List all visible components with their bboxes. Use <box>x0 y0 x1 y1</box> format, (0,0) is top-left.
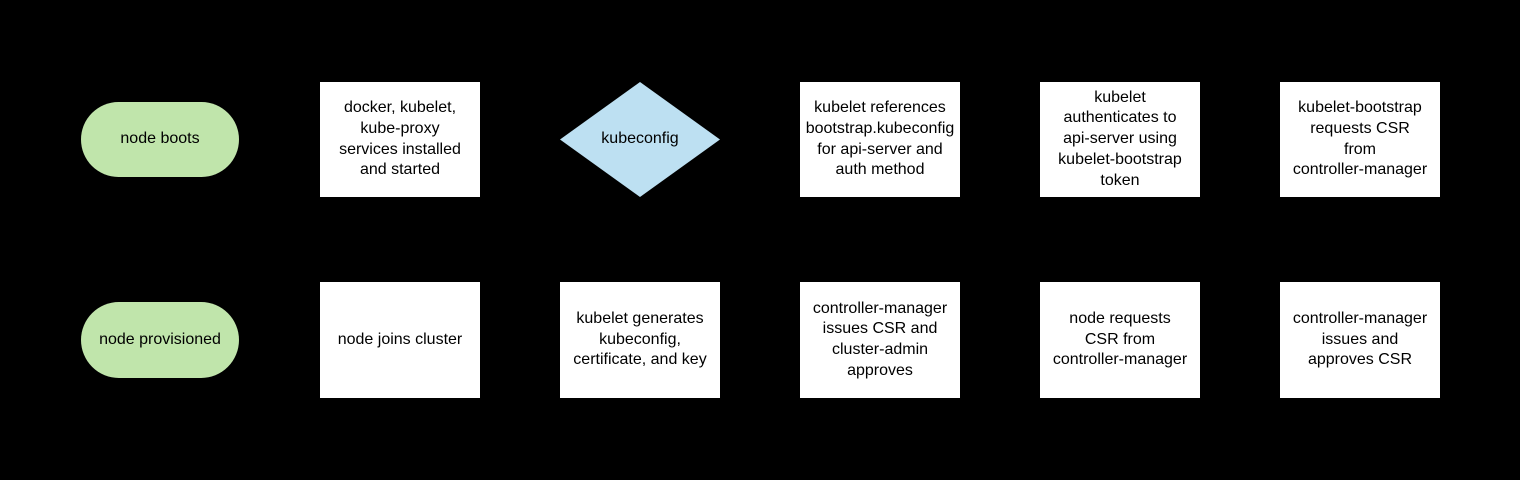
terminal-node-provisioned: node provisioned <box>81 302 239 378</box>
process-services-installed: docker, kubelet, kube-proxy services ins… <box>320 82 480 197</box>
process-node-requests-csr-label: node requests CSR from controller-manage… <box>1052 309 1188 369</box>
terminal-node-boots-label: node boots <box>120 130 200 148</box>
process-kubelet-references-bootstrap-kubeconfig-label: kubelet references bootstrap.kubeconfig … <box>805 99 955 179</box>
decision-kubeconfig-label: kubeconfig <box>601 130 679 148</box>
process-kubelet-references-bootstrap-kubeconfig: kubelet references bootstrap.kubeconfig … <box>800 82 960 197</box>
process-kubelet-bootstrap-requests-csr-label: kubelet-bootstrap requests CSR from cont… <box>1292 99 1428 179</box>
process-kubelet-generates-kubeconfig: kubelet generates kubeconfig, certificat… <box>560 282 720 398</box>
process-controller-manager-issues-csr-cluster-admin-approves: controller-manager issues CSR and cluste… <box>800 282 960 398</box>
process-kubelet-bootstrap-requests-csr: kubelet-bootstrap requests CSR from cont… <box>1280 82 1440 197</box>
process-kubelet-generates-kubeconfig-label: kubelet generates kubeconfig, certificat… <box>573 309 707 369</box>
process-node-requests-csr: node requests CSR from controller-manage… <box>1040 282 1200 398</box>
process-controller-manager-issues-approves-csr: controller-manager issues and approves C… <box>1280 282 1440 398</box>
decision-kubeconfig: kubeconfig <box>560 82 720 197</box>
terminal-node-boots: node boots <box>81 102 239 177</box>
terminal-node-provisioned-label: node provisioned <box>99 330 221 348</box>
process-kubelet-authenticates-api-server: kubelet authenticates to api-server usin… <box>1040 82 1200 197</box>
process-kubelet-authenticates-api-server-label: kubelet authenticates to api-server usin… <box>1058 88 1182 189</box>
process-node-joins-cluster-label: node joins cluster <box>337 330 463 348</box>
process-controller-manager-issues-csr-cluster-admin-approves-label: controller-manager issues CSR and cluste… <box>812 299 948 379</box>
process-node-joins-cluster: node joins cluster <box>320 282 480 398</box>
process-controller-manager-issues-approves-csr-label: controller-manager issues and approves C… <box>1292 309 1428 369</box>
process-services-installed-label: docker, kubelet, kube-proxy services ins… <box>339 99 461 179</box>
